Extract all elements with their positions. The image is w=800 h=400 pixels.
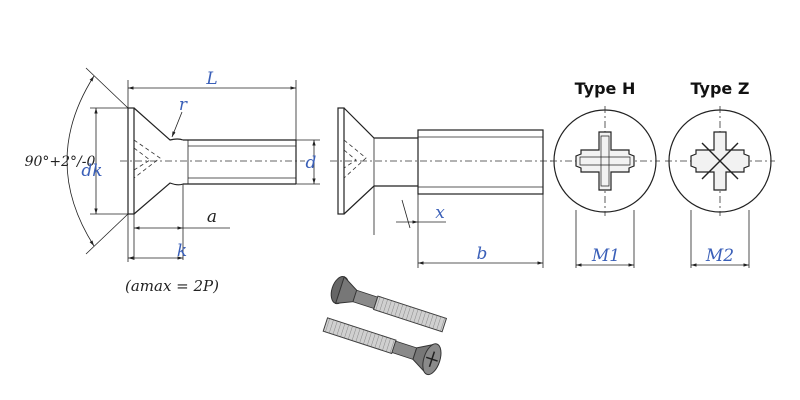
dim-b-label: b — [477, 244, 488, 264]
dim-r-label: r — [179, 95, 188, 115]
dim-dk-label: dk — [81, 161, 102, 181]
head-cone-bottom — [133, 182, 184, 215]
dim-L-label: L — [205, 69, 217, 89]
recess-hidden — [133, 139, 161, 179]
dim-k-label: k — [177, 241, 187, 261]
head-face — [127, 107, 135, 215]
screws-photo — [322, 275, 448, 376]
dim-M2-label: M2 — [705, 246, 734, 266]
head-cone-top — [133, 107, 184, 141]
type-z-view: Type Z M2 — [665, 79, 775, 268]
middle-screw-view: x b — [330, 107, 552, 268]
dim-a-label: a — [207, 207, 217, 227]
dim-angle-arc — [66, 75, 95, 247]
dim-d-label: d — [306, 153, 317, 173]
type-z-title: Type Z — [691, 79, 750, 98]
dim-M1-label: M1 — [591, 246, 620, 266]
screw-photo-upper — [330, 275, 448, 333]
thread-body — [417, 129, 544, 195]
phillips-recess-icon — [575, 131, 635, 191]
left-screw-view: L r 90°+2°/-0 dk d a k (amax = 2P) — [25, 67, 320, 295]
dim-angle-label: 90°+2°/-0 — [25, 154, 96, 170]
dim-x-label: x — [435, 203, 445, 223]
screw-photo-lower — [322, 317, 442, 376]
note-amax: (amax = 2P) — [125, 277, 219, 295]
type-h-title: Type H — [575, 79, 636, 98]
type-h-view: Type H M1 — [550, 79, 660, 268]
